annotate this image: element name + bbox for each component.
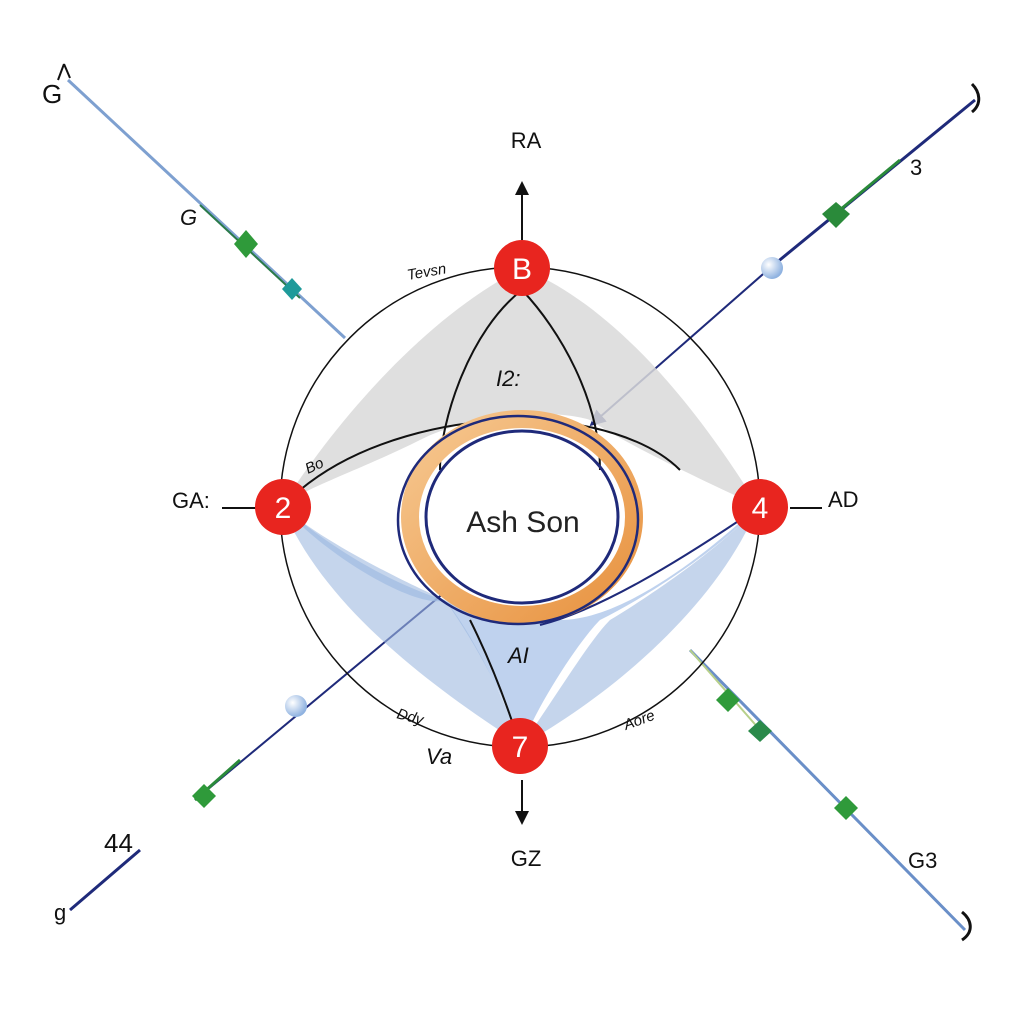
node-right: 4: [732, 479, 788, 535]
corner-label-top-left: G: [42, 79, 62, 109]
axis-label-top: RA: [511, 128, 542, 153]
svg-text:2: 2: [275, 492, 292, 525]
marker-teal-diamond: [282, 278, 302, 300]
inner-label-upper: I2:: [496, 366, 520, 391]
orange-ring: [401, 410, 643, 624]
marker-green-diamond: [716, 688, 740, 712]
corner-label-bottom-left-a: 44: [104, 828, 133, 858]
axis-label-left: GA:: [172, 488, 210, 513]
corner-label-top-right: 3: [910, 155, 922, 180]
ring-label-bottom-left: Ddy: [395, 705, 427, 729]
marker-bubble: [761, 257, 783, 279]
outer-blue-ring: [396, 414, 640, 626]
corner-label-bottom-left-near: Va: [426, 744, 452, 769]
marker-green-diamond: [234, 230, 258, 258]
svg-text:B: B: [512, 253, 532, 286]
diagonal-line-top-left: [66, 78, 347, 340]
corner-hook-top-right-icon: [970, 82, 981, 114]
corner-label-bottom-left-b: g: [54, 900, 66, 925]
diamond-shading: [282, 268, 758, 745]
ring-label-top-left: Tevsn: [406, 260, 448, 284]
marker-green-diamond: [834, 796, 858, 820]
svg-text:4: 4: [752, 492, 769, 525]
marker-green-diamond: [822, 202, 850, 228]
marker-green-diamond: [192, 784, 216, 808]
ring-label-bottom-right: Aore: [621, 707, 658, 734]
node-left: 2: [255, 479, 311, 535]
central-rings: Ash Son: [396, 410, 643, 626]
corner-label-bottom-right: G3: [908, 848, 937, 873]
inner-label-lower: AI: [506, 643, 529, 668]
inner-blue-ring: [424, 429, 620, 605]
shaded-lower-region: [282, 506, 758, 745]
svg-text:7: 7: [512, 731, 529, 764]
marker-teal-diamond: [748, 720, 772, 742]
ring-label-inner-left: Bo: [303, 454, 327, 477]
corner-arrow-top-left-icon: [57, 63, 71, 81]
node-bottom: 7: [492, 718, 548, 774]
axis-label-bottom: GZ: [511, 846, 542, 871]
corner-label-top-left-mid: G: [180, 205, 197, 230]
diagonal-markers: [192, 202, 858, 820]
axis-label-right: AD: [828, 487, 859, 512]
center-label: Ash Son: [466, 506, 579, 539]
node-top: B: [494, 240, 550, 296]
marker-bubble: [285, 695, 307, 717]
corner-hook-bottom-right-icon: [961, 910, 972, 942]
shaded-upper-region: [282, 268, 758, 506]
